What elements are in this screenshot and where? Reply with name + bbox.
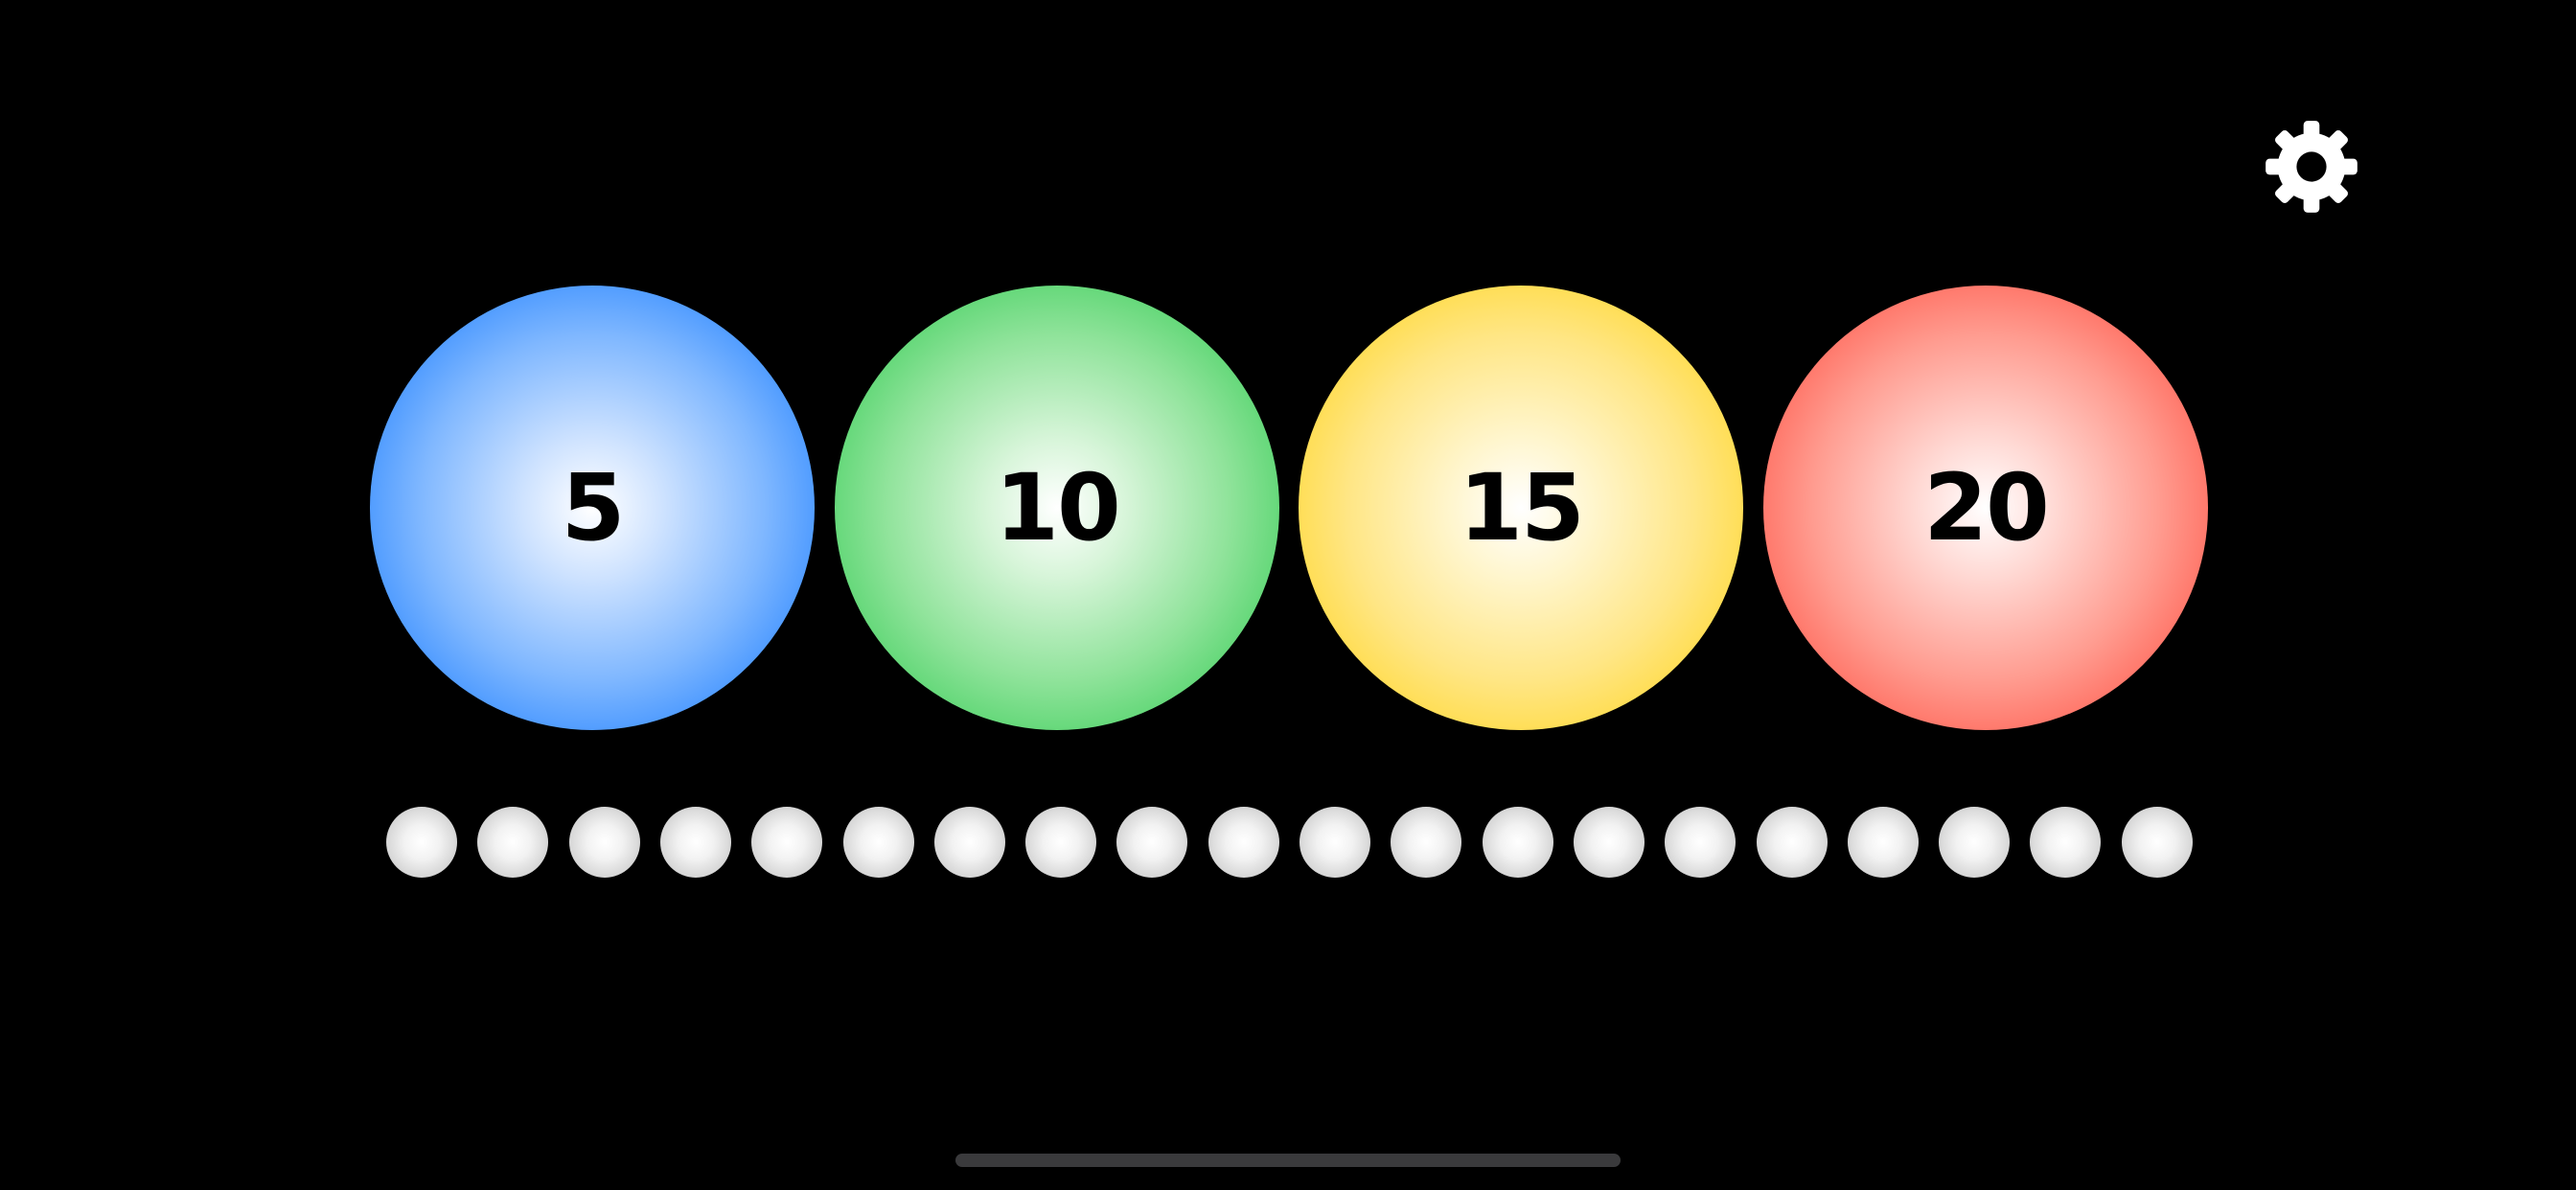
token-dot[interactable] (1483, 807, 1553, 878)
token-dot[interactable] (1208, 807, 1279, 878)
gear-icon (2266, 121, 2358, 213)
token-dots-row (0, 807, 2576, 880)
token-dot[interactable] (386, 807, 457, 878)
token-dot[interactable] (2030, 807, 2101, 878)
ball-value-label: 10 (995, 454, 1121, 561)
ball-5-button[interactable]: 5 (370, 286, 815, 730)
token-dot[interactable] (1848, 807, 1919, 878)
value-balls: 5 10 15 20 (0, 286, 2576, 730)
ball-10-button[interactable]: 10 (835, 286, 1279, 730)
settings-button[interactable] (2262, 117, 2361, 217)
token-dot[interactable] (934, 807, 1005, 878)
token-dot[interactable] (751, 807, 822, 878)
token-dot[interactable] (1391, 807, 1461, 878)
token-dot[interactable] (569, 807, 640, 878)
ball-20-button[interactable]: 20 (1763, 286, 2208, 730)
ball-value-label: 20 (1923, 454, 2050, 561)
token-dot[interactable] (660, 807, 731, 878)
ball-value-label: 5 (561, 454, 626, 561)
token-dot[interactable] (1665, 807, 1736, 878)
token-dot[interactable] (1300, 807, 1370, 878)
token-dot[interactable] (1574, 807, 1644, 878)
token-dot[interactable] (843, 807, 914, 878)
ball-15-button[interactable]: 15 (1299, 286, 1743, 730)
token-dot[interactable] (1116, 807, 1187, 878)
token-dot[interactable] (1757, 807, 1828, 878)
home-indicator[interactable] (955, 1154, 1621, 1167)
token-dot[interactable] (1025, 807, 1096, 878)
token-dot[interactable] (2122, 807, 2193, 878)
ball-value-label: 15 (1459, 454, 1585, 561)
token-dot[interactable] (477, 807, 548, 878)
token-dot[interactable] (1939, 807, 2010, 878)
